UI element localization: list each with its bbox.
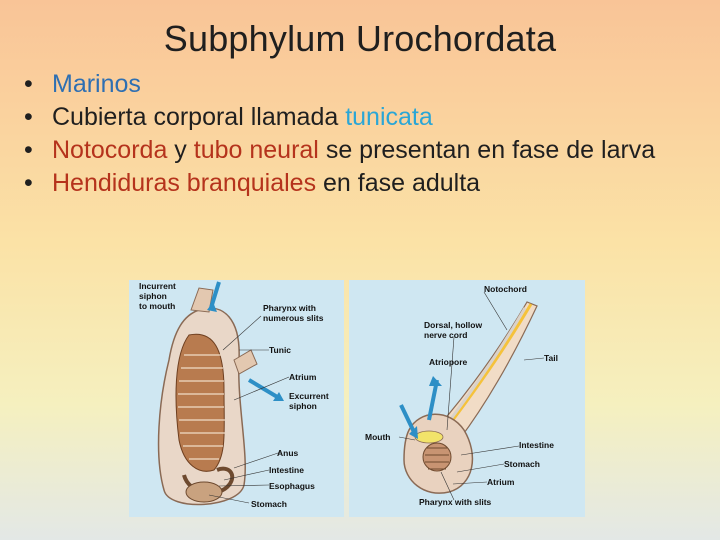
adult-tunicate-figure: Incurrent siphon to mouth Pharynx with n… [129,280,344,517]
label-pharynx-2: numerous slits [263,313,324,323]
label-mouth: Mouth [365,432,391,442]
label-atriopore: Atriopore [429,357,468,367]
label-esophagus: Esophagus [269,481,315,491]
tunicata-highlight: tunicata [345,103,433,131]
label-to-mouth: to mouth [139,301,175,311]
label-atrium-larva: Atrium [487,477,515,487]
label-pharynx-slits: Pharynx with slits [419,497,492,507]
label-notochord: Notochord [484,284,527,294]
bullet-marinos: Marinos [22,68,702,101]
bullet-tunicata: Cubierta corporal llamada tunicata [22,101,702,134]
label-tail: Tail [544,353,558,363]
label-pharynx-1: Pharynx with [263,303,316,313]
hendiduras-rest: en fase adulta [316,169,481,197]
notocorda-mid: y [167,136,194,164]
label-tunic: Tunic [269,345,291,355]
notocorda-highlight: Notocorda [52,136,168,164]
label-incurrent: Incurrent [139,281,176,291]
label-anus: Anus [277,448,299,458]
hendiduras-highlight: Hendiduras branquiales [52,169,317,197]
larva-tunicate-figure: Notochord Dorsal, hollow nerve cord Atri… [349,280,585,517]
bullet-hendiduras: Hendiduras branquiales en fase adulta [22,167,702,200]
tubo-neural-highlight: tubo neural [193,136,319,164]
label-excurrent: Excurrent [289,391,329,401]
label-intestine: Intestine [269,465,304,475]
label-stomach: Stomach [251,499,287,509]
slide-title: Subphylum Urochordata [163,18,557,59]
label-siphon: siphon [139,291,167,301]
adult-tunicate-diagram: Incurrent siphon to mouth Pharynx with n… [139,281,329,509]
bullet-list: Marinos Cubierta corporal llamada tunica… [22,68,702,200]
notocorda-rest: se presentan en fase de larva [318,136,656,164]
label-dorsal-1: Dorsal, hollow [424,320,482,330]
marinos-text: Marinos [52,70,141,98]
label-stomach-larva: Stomach [504,459,540,469]
label-siphon-2: siphon [289,401,317,411]
bullet-notocorda: Notocorda y tubo neural se presentan en … [22,134,702,167]
label-dorsal-2: nerve cord [424,330,467,340]
larva-tunicate-diagram: Notochord Dorsal, hollow nerve cord Atri… [365,284,558,507]
tunicata-prefix: Cubierta corporal llamada [52,103,346,131]
label-atrium: Atrium [289,372,317,382]
label-intestine-larva: Intestine [519,440,554,450]
